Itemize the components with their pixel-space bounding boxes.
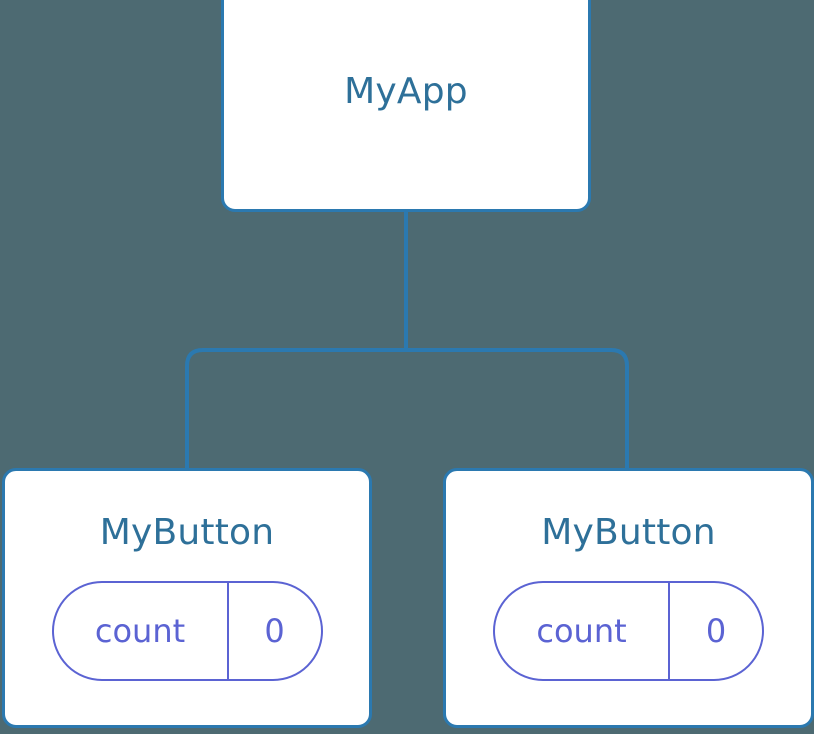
- component-node-mybutton-1[interactable]: MyButton count 0: [2, 468, 372, 728]
- edge-to-left-child: [185, 348, 406, 472]
- state-pill[interactable]: count 0: [51, 581, 323, 681]
- component-node-myapp[interactable]: MyApp: [221, 0, 591, 212]
- state-value: 0: [264, 612, 285, 650]
- component-node-mybutton-2[interactable]: MyButton count 0: [443, 468, 814, 728]
- component-node-label: MyButton: [541, 512, 716, 553]
- state-key: count: [495, 583, 670, 679]
- state-key: count: [54, 583, 229, 679]
- edge-to-right-child: [406, 348, 629, 472]
- component-node-label: MyButton: [99, 512, 275, 553]
- component-node-label: MyApp: [344, 71, 468, 112]
- state-pill[interactable]: count 0: [493, 581, 764, 681]
- state-value: 0: [705, 612, 727, 650]
